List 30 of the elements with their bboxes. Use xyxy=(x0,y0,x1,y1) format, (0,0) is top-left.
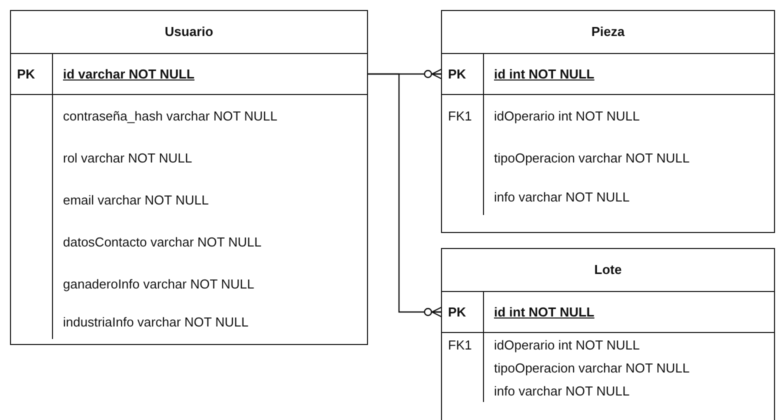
primary-key-field: id int NOT NULL xyxy=(494,66,594,82)
field-name: datosContacto varchar NOT NULL xyxy=(63,234,262,250)
table-title: Lote xyxy=(594,262,622,278)
entity-table xyxy=(441,248,775,420)
field-name: tipoOperacion varchar NOT NULL xyxy=(494,360,690,375)
key-label: FK1 xyxy=(448,108,472,124)
primary-key-field: id int NOT NULL xyxy=(494,304,594,320)
field-name: ganaderoInfo varchar NOT NULL xyxy=(63,276,254,292)
field-name: idOperario int NOT NULL xyxy=(494,108,640,124)
field-name: industriaInfo varchar NOT NULL xyxy=(63,314,248,330)
table-row xyxy=(11,53,367,95)
field-name: tipoOperacion varchar NOT NULL xyxy=(494,150,690,166)
field-name: rol varchar NOT NULL xyxy=(63,150,192,166)
field-name: info varchar NOT NULL xyxy=(494,383,630,398)
primary-key-field: id varchar NOT NULL xyxy=(63,66,194,82)
entity-table xyxy=(10,10,368,345)
table-row xyxy=(442,291,774,333)
relationship-line xyxy=(367,73,443,318)
key-label: PK xyxy=(448,304,466,320)
table-title: Usuario xyxy=(164,24,214,40)
entity-table xyxy=(441,10,775,233)
key-label: FK1 xyxy=(448,337,472,352)
field-name: idOperario int NOT NULL xyxy=(494,337,640,352)
key-label: PK xyxy=(17,66,36,82)
table-row xyxy=(442,53,774,95)
field-name: email varchar NOT NULL xyxy=(63,192,209,208)
table-title: Pieza xyxy=(591,24,625,40)
field-name: info varchar NOT NULL xyxy=(494,190,630,204)
key-label: PK xyxy=(448,66,466,82)
field-name: contraseña_hash varchar NOT NULL xyxy=(63,108,278,124)
